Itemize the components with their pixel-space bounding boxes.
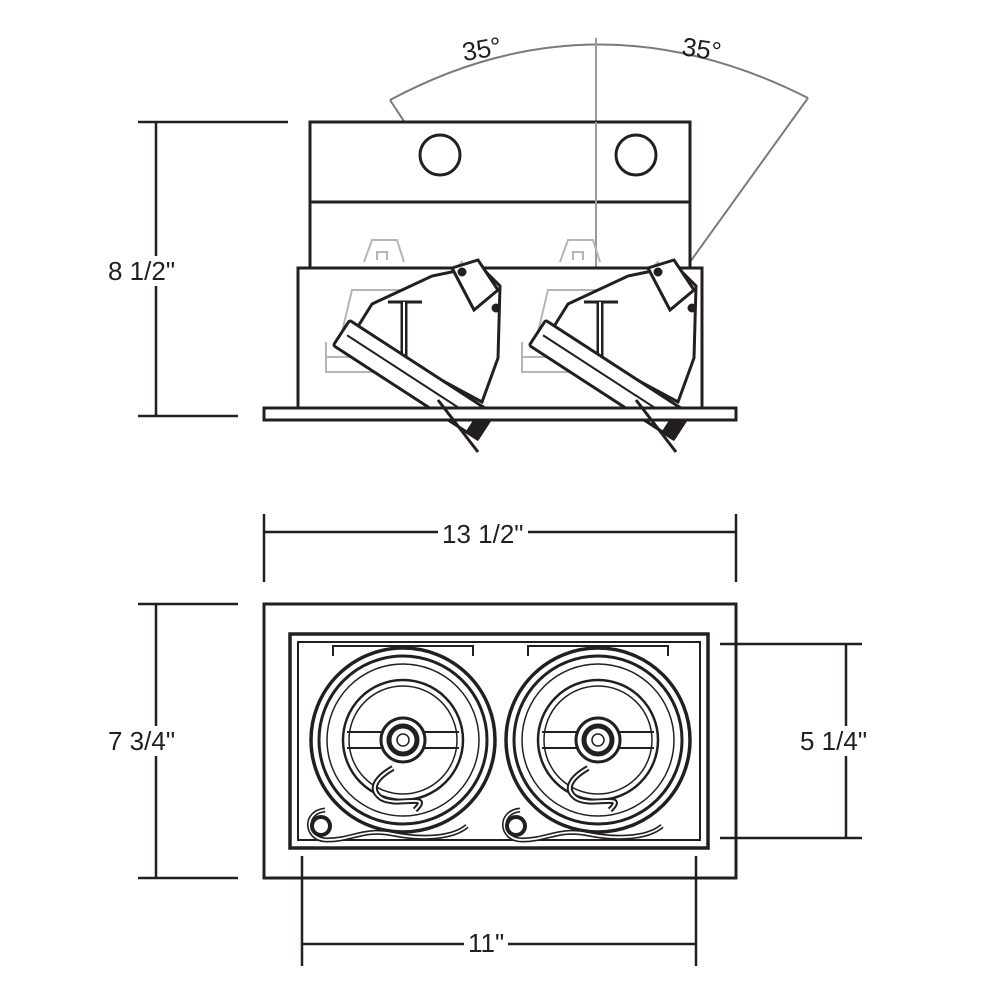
knockout-hole-right <box>614 133 658 177</box>
overall-width-label: 13 1/2" <box>438 519 528 549</box>
side-view <box>138 38 809 453</box>
tilt-angle-right-label: 35° <box>680 31 724 67</box>
overall-depth-label: 7 3/4" <box>104 726 180 756</box>
cutout-width-label: 11" <box>464 928 509 958</box>
top-view <box>138 514 862 966</box>
junction-box <box>308 120 692 270</box>
trim-flange <box>262 406 738 422</box>
aperture-depth-label: 5 1/4" <box>796 726 872 756</box>
knockout-hole-left <box>418 133 462 177</box>
height-label: 8 1/2" <box>104 256 180 286</box>
